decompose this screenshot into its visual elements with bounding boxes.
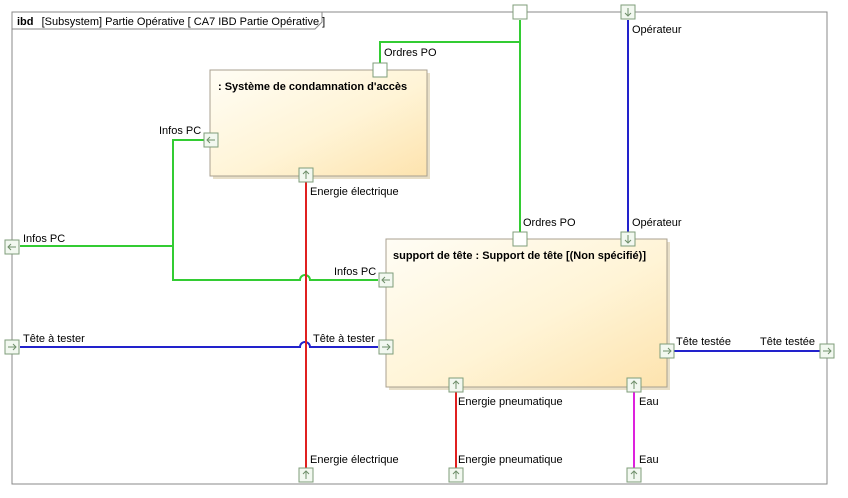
block-support-de-tete[interactable]: support de tête : Support de tête [(Non … (385, 238, 670, 390)
label-tete-testee-support: Tête testée (676, 336, 731, 348)
port-frame-operateur[interactable] (620, 4, 636, 20)
arrow-up-icon (452, 470, 460, 479)
label-infos-pc-block: Infos PC (159, 125, 201, 137)
port-frame-energie-pneumatique[interactable] (448, 467, 464, 483)
block-systeme-condamnation-title: : Système de condamnation d'accès (218, 81, 407, 93)
arrow-right-icon (663, 347, 672, 355)
label-ordres-po-support: Ordres PO (523, 217, 576, 229)
arrow-right-icon (382, 343, 391, 351)
port-support-energie-pneumatique[interactable] (448, 377, 464, 393)
port-frame-ordres-po[interactable] (512, 4, 528, 20)
arrow-left-icon (7, 243, 16, 251)
port-frame-infos-pc[interactable] (4, 239, 20, 255)
port-frame-tete-a-tester[interactable] (4, 339, 20, 355)
block-support-de-tete-body[interactable] (385, 238, 668, 388)
label-operateur-top: Opérateur (632, 24, 682, 36)
label-tete-a-tester-support: Tête à tester (313, 333, 375, 345)
port-support-ordres-po[interactable] (512, 231, 528, 247)
label-ordres-po-top: Ordres PO (384, 47, 437, 59)
block-support-de-tete-title: support de tête : Support de tête [(Non … (393, 250, 646, 262)
port-support-infos-pc[interactable] (378, 272, 394, 288)
port-frame-energie-electrique[interactable] (298, 467, 314, 483)
arrow-up-icon (630, 380, 638, 389)
port-condamnation-ordres-po[interactable] (372, 62, 388, 78)
label-energie-pneumatique-bottom: Energie pneumatique (458, 454, 563, 466)
label-tete-a-tester-frame: Tête à tester (23, 333, 85, 345)
port-condamnation-infos-pc[interactable] (203, 132, 219, 148)
frame-title-tab (11, 11, 323, 30)
arrow-down-icon (624, 8, 632, 17)
label-energie-electrique-block: Energie électrique (310, 186, 399, 198)
connector-infos-pc-support[interactable] (172, 139, 378, 281)
arrow-up-icon (452, 380, 460, 389)
label-eau-support: Eau (639, 396, 659, 408)
block-systeme-condamnation[interactable]: : Système de condamnation d'accès (209, 69, 430, 179)
label-eau-bottom: Eau (639, 454, 659, 466)
port-support-operateur[interactable] (620, 231, 636, 247)
arrow-up-icon (630, 470, 638, 479)
port-support-tete-a-tester[interactable] (378, 339, 394, 355)
frame-keyword: ibd (17, 16, 34, 28)
block-systeme-condamnation-body[interactable] (209, 69, 428, 177)
label-infos-pc-support: Infos PC (334, 266, 376, 278)
frame-title: ibd [Subsystem] Partie Opérative [ CA7 I… (17, 16, 325, 28)
connector-ordres-po-block[interactable] (379, 41, 520, 64)
arrow-right-icon (8, 343, 17, 351)
arrow-left-icon (381, 276, 390, 284)
arrow-down-icon (624, 235, 632, 244)
label-energie-pneumatique-support: Energie pneumatique (458, 396, 563, 408)
port-support-tete-testee[interactable] (659, 343, 675, 359)
arrow-right-icon (823, 347, 832, 355)
arrow-up-icon (302, 470, 310, 479)
port-support-eau[interactable] (626, 377, 642, 393)
port-condamnation-energie-electrique[interactable] (298, 167, 314, 183)
frame-title-text: [Subsystem] Partie Opérative [ CA7 IBD P… (42, 16, 326, 28)
label-tete-testee-frame: Tête testée (760, 336, 815, 348)
port-frame-eau[interactable] (626, 467, 642, 483)
arrow-up-icon (302, 170, 310, 179)
arrow-left-icon (206, 136, 215, 144)
label-infos-pc-frame: Infos PC (23, 233, 65, 245)
label-energie-electrique-bottom: Energie électrique (310, 454, 399, 466)
label-operateur-support: Opérateur (632, 217, 682, 229)
port-frame-tete-testee[interactable] (819, 343, 835, 359)
